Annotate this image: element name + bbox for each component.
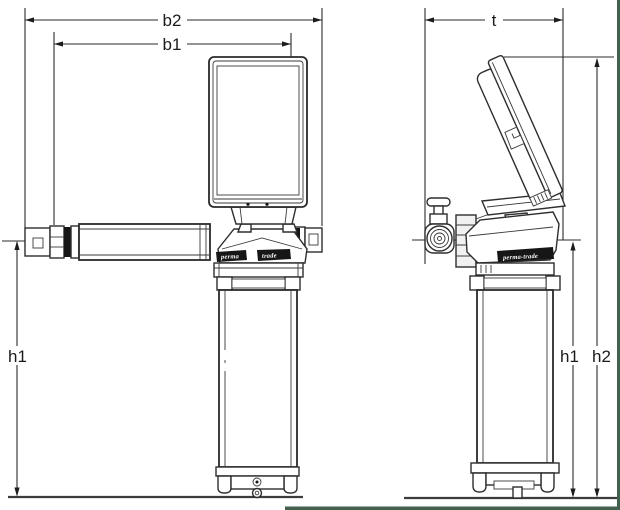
foot (540, 472, 555, 493)
dimension-h1-front: h1 (4, 241, 31, 497)
logo-text-front-right: trade (262, 252, 277, 260)
display-front-slab (487, 55, 563, 199)
valve-body (429, 213, 448, 225)
connector-grill (529, 189, 553, 207)
head-collar-side (475, 262, 555, 276)
dimension-label-b2: b2 (163, 11, 182, 30)
ground-lines (8, 495, 617, 500)
filter-housing-side (469, 275, 561, 499)
housing-body-front (218, 289, 298, 468)
dimension-b1: b1 (54, 33, 291, 54)
foot (283, 475, 298, 494)
display-mount-front (230, 206, 297, 225)
logo-patch-side (497, 247, 554, 262)
logo-text-side: perma-trade (502, 253, 538, 262)
logo-patch-front-left (216, 250, 247, 262)
logo-text-front-left: perma (220, 253, 240, 261)
screw-dot (265, 202, 269, 206)
scan-border-bottom (285, 506, 620, 510)
housing-body-side (476, 289, 554, 464)
dimension-label-b1: b1 (163, 35, 182, 54)
dimension-label-h1-front: h1 (8, 347, 27, 366)
hex-nut-left (49, 225, 65, 259)
pipe-cylinder (78, 223, 211, 261)
filter-head-front: perma trade (213, 223, 308, 278)
valve-handle (426, 197, 451, 207)
drain-pipe-side (512, 486, 523, 499)
dimension-label-h2: h2 (592, 347, 611, 366)
dimension-b2: b2 (25, 9, 322, 30)
dimension-label-t: t (492, 11, 497, 30)
mount-clip (504, 127, 525, 150)
seal-ring-left (64, 227, 71, 257)
display-panel-front (208, 56, 308, 208)
logo-patch-front-right (257, 249, 291, 261)
foot (217, 475, 232, 494)
screw-dot (246, 202, 250, 206)
dimension-h1-side: h1 (556, 241, 583, 498)
bottom-flange-front (215, 466, 300, 477)
filter-head-side: perma-trade (465, 211, 560, 276)
head-collar-front (213, 262, 304, 278)
side-view: perma-trade (424, 55, 566, 499)
bottom-flange-side (470, 462, 560, 474)
pipe-assembly-front (24, 223, 323, 261)
foot (472, 472, 487, 493)
dimension-h2: h2 (587, 58, 616, 498)
display-panel-side (476, 55, 563, 207)
dimension-t: t (425, 9, 563, 30)
filter-housing-front (215, 276, 301, 499)
display-screen (216, 65, 300, 196)
front-view: perma trade (24, 56, 323, 499)
scan-border-right (617, 0, 620, 510)
dimension-label-h1-side: h1 (560, 347, 579, 366)
